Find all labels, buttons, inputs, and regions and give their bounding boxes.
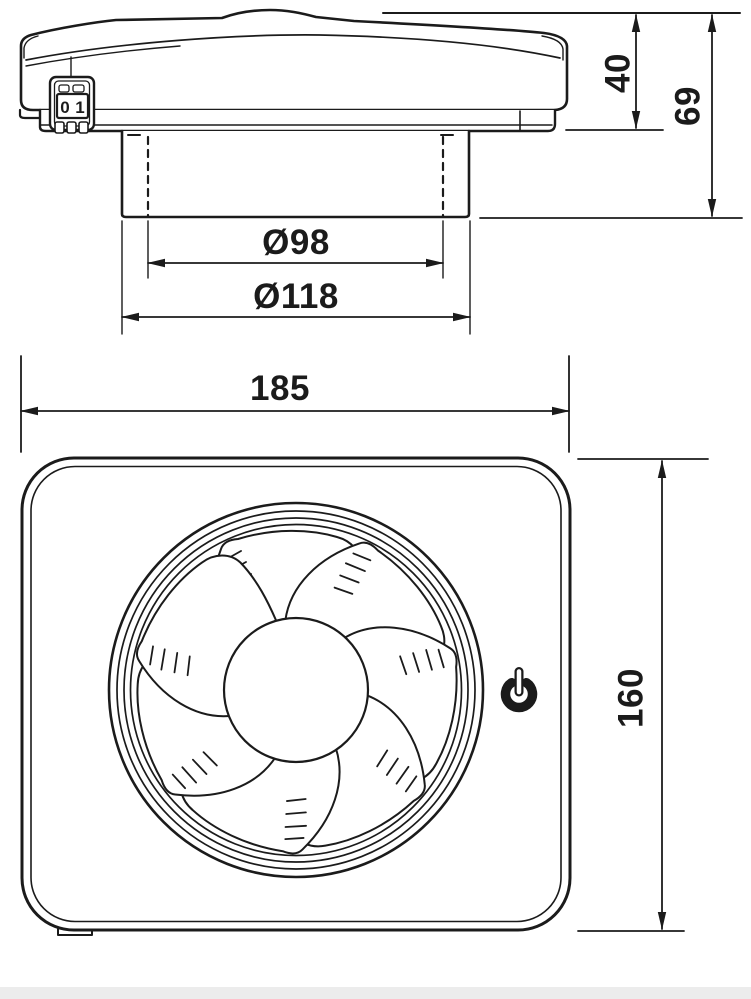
dim-label-160: 160 <box>612 668 651 728</box>
front-view: 185 <box>20 355 709 936</box>
housing-corner-crease-left <box>23 35 39 59</box>
fan-impeller <box>107 501 485 879</box>
switch-label-off: 0 <box>60 98 69 117</box>
dimension-duct-outer: Ø118 <box>121 220 471 335</box>
housing-corner-crease-right <box>541 35 564 61</box>
housing-outline <box>19 8 569 112</box>
switch-pictogram-left <box>58 84 70 93</box>
housing-seam-line-2 <box>25 45 181 67</box>
power-switch: 0 1 <box>48 75 96 134</box>
dim-label-185: 185 <box>250 369 310 408</box>
dimension-width: 185 <box>20 355 570 453</box>
switch-foot-2 <box>66 121 77 134</box>
switch-rocker <box>55 92 90 120</box>
power-icon <box>500 667 538 713</box>
switch-foot-1 <box>54 121 65 134</box>
switch-label-on: 1 <box>75 98 84 117</box>
dimension-duct-inner: Ø98 <box>147 220 444 279</box>
base-plate <box>38 108 557 133</box>
switch-pictogram-right <box>72 84 85 93</box>
front-panel-inner-line <box>30 465 562 923</box>
footer-strip <box>0 987 751 999</box>
dimension-height: 160 <box>577 458 709 932</box>
side-view: 0 1 40 69 Ø98 Ø118 <box>18 8 743 335</box>
dim-label-d98: Ø98 <box>262 223 330 262</box>
fan-hub <box>222 616 370 764</box>
dim-label-40: 40 <box>599 53 638 93</box>
dim-label-d118: Ø118 <box>253 277 339 316</box>
base-plate-left-foot <box>18 108 42 120</box>
dim-label-69: 69 <box>669 86 708 126</box>
fan-rim-ring-2 <box>116 510 476 870</box>
fan-rim-ring-3 <box>123 517 469 863</box>
duct-spigot <box>120 129 471 219</box>
fan-rim-ring-4 <box>129 523 463 857</box>
fan-rim-ring-outer <box>107 501 485 879</box>
housing-seam-line <box>25 34 561 61</box>
switch-foot-3 <box>78 121 89 134</box>
dimension-depth: 40 69 <box>382 12 743 219</box>
